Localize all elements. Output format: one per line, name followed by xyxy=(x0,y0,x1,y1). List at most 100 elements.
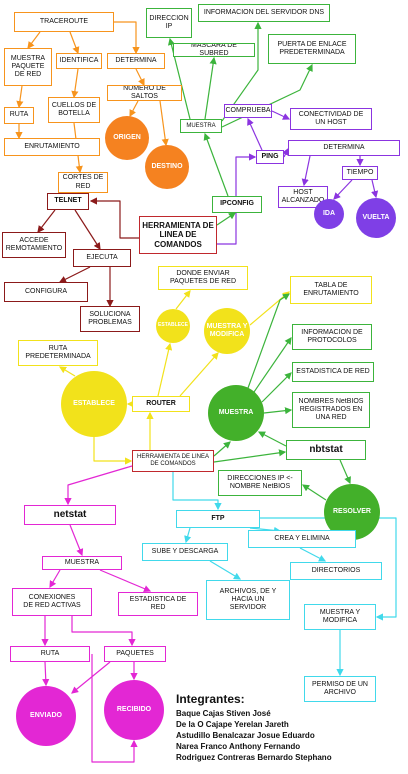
edge-shows-netbios xyxy=(263,407,293,415)
return-circle: VUELTA xyxy=(356,198,396,238)
received-circle: RECIBIDO xyxy=(104,680,164,740)
edge-shows-modifies-table xyxy=(249,291,290,326)
edge-traceroute-identifies xyxy=(69,31,80,55)
edge-shows-stats-m xyxy=(99,569,152,592)
edge-shows-protocols xyxy=(253,337,292,393)
edge-traceroute-shows xyxy=(27,31,41,49)
team-member: Astudillo Benalcazar Josue Eduardo xyxy=(176,731,315,740)
directories-node: DIRECTORIOS xyxy=(290,562,382,580)
configures-node: CONFIGURA xyxy=(4,282,88,302)
edge-determines-host xyxy=(301,155,311,187)
host-connectivity-node: CONECTIVIDAD DE UN HOST xyxy=(290,108,372,130)
hop-count-node: NUMERO DE SALTOS xyxy=(107,85,182,101)
edge-packets-sent xyxy=(71,661,111,694)
ip-netbios-node: DIRECCIONES IP <- NOMBRE NetBIOS xyxy=(218,470,302,496)
edge-upload-files xyxy=(209,560,242,580)
edge-nbtstat-resolve xyxy=(339,459,351,485)
edge-nbtstat-shows xyxy=(257,431,287,447)
net-stats-node: ESTADISTICA DE RED xyxy=(292,362,374,382)
edge-time-return xyxy=(371,179,379,199)
edge-checks-connectivity xyxy=(271,110,291,120)
netstat-node: netstat xyxy=(24,505,116,525)
ping-node: PING xyxy=(256,150,284,164)
ip-address-node: DIRECCION IP xyxy=(146,8,192,38)
edge-sets-where-to-send xyxy=(175,290,191,310)
sets-small-circle: ESTABLECE xyxy=(156,309,190,343)
edge-shows-mask xyxy=(204,56,217,120)
team-block: Integrantes: Baque Cajas Stiven José De … xyxy=(176,692,332,763)
route-node: RUTA xyxy=(4,107,34,124)
edge-tool2-shows xyxy=(213,441,231,457)
packets-node: PAQUETES xyxy=(104,646,166,662)
upload-download-node: SUBE Y DESCARGA xyxy=(142,543,228,561)
determines-node: DETERMINA xyxy=(107,53,165,69)
network-cuts-node: CORTES DE RED xyxy=(58,172,108,193)
edge-tool-telnet xyxy=(89,197,139,239)
edge-hops-destination xyxy=(159,100,169,147)
edge-router-sets-small xyxy=(157,342,173,397)
edge-tool2-ftp xyxy=(172,472,222,511)
files-node: ARCHIVOS, DE Y HACIA UN SERVIDOR xyxy=(206,580,290,620)
edge-shows-table xyxy=(247,293,290,389)
dns-info-node: INFORMACION DEL SERVIDOR DNS xyxy=(198,4,330,22)
edge-time-outbound xyxy=(333,179,353,200)
edge-tool-ipconfig xyxy=(216,212,236,226)
routing-node: ENRUTAMIENTO xyxy=(4,138,100,156)
edge-tool2-nbtstat xyxy=(213,449,287,463)
host-reached-node: HOST ALCANZADO xyxy=(278,186,328,208)
netbios-names-node: NOMBRES NetBIOS REGISTRADOS EN UNA RED xyxy=(292,392,370,428)
netstat-route-node: RUTA xyxy=(10,646,90,662)
where-to-send-node: DONDE ENVIAR PAQUETES DE RED xyxy=(158,266,248,290)
sets-large-circle: ESTABLECE xyxy=(61,371,127,437)
edge-identifies-bottlenecks xyxy=(71,68,79,99)
checks-node: COMPRUEBA xyxy=(224,104,272,118)
ping-determines-node: DETERMINA xyxy=(288,140,400,156)
ftp-shows-modifies-node: MUESTRA Y MODIFICA xyxy=(304,604,376,630)
edge-connections-packets xyxy=(71,616,136,647)
edge-route-sent xyxy=(42,661,50,687)
edge-create-directories xyxy=(299,547,327,562)
executes-node: EJECUTA xyxy=(73,249,131,267)
subnet-mask-node: MASCARA DE SUBRED xyxy=(173,43,255,57)
netstat-shows-node: MUESTRA xyxy=(42,556,122,570)
edge-hops-origin xyxy=(129,100,139,118)
file-permission-node: PERMISO DE UN ARCHIVO xyxy=(304,676,376,702)
bottlenecks-node: CUELLOS DE BOTELLA xyxy=(48,97,100,123)
ipconfig-shows-node: MUESTRA xyxy=(180,119,222,133)
create-delete-node: CREA Y ELIMINA xyxy=(248,530,356,548)
edge-shows-stats xyxy=(261,372,292,403)
edge-sets-tool xyxy=(93,437,133,465)
outbound-circle: IDA xyxy=(314,199,344,229)
remote-access-node: ACCEDE REMOTAMIENTO xyxy=(2,232,66,258)
sent-circle: ENVIADO xyxy=(16,686,76,746)
ipconfig-node: IPCONFIG xyxy=(212,196,262,213)
edge-tool2-netstat xyxy=(64,465,133,506)
ftp-node: FTP xyxy=(176,510,260,528)
edge-ipconfig-shows xyxy=(203,132,229,197)
edge-shows-connections xyxy=(49,569,61,589)
active-connections-node: CONEXIONES DE RED ACTIVAS xyxy=(12,588,92,616)
team-heading: Integrantes: xyxy=(176,692,245,706)
netstat-stats-node: ESTADISTICA DE RED xyxy=(118,592,198,616)
command-line-tool-node: HERRAMIENTA DE LINEA DE COMANDOS xyxy=(139,216,217,254)
edge-router-shows-modifies xyxy=(179,352,219,397)
shows-modifies-circle: MUESTRA Y MODIFICA xyxy=(204,308,250,354)
edge-ping-determines xyxy=(282,147,289,158)
nbtstat-shows-circle: MUESTRA xyxy=(208,385,264,441)
edge-ftp-upload xyxy=(184,527,192,544)
edge-resolve-ip-netbios xyxy=(301,484,327,501)
nbtstat-node: nbtstat xyxy=(286,440,366,460)
edge-netstat-shows xyxy=(69,524,84,557)
edge-ping-checks xyxy=(247,117,263,151)
traceroute-node: TRACEROUTE xyxy=(14,12,114,32)
edge-telnet-executes xyxy=(74,209,101,251)
team-member: Rodriguez Contreras Bernardo Stephano xyxy=(176,753,332,762)
solves-problems-node: SOLUCIONA PROBLEMAS xyxy=(80,306,140,332)
edge-executes-configures xyxy=(58,266,91,283)
route-table-node: TABLA DE ENRUTAMIENTO xyxy=(290,276,372,304)
secondary-tool-node: HERRAMIENTA DE LINEA DE COMANDOS xyxy=(132,450,214,472)
protocol-info-node: INFORMACION DE PROTOCOLOS xyxy=(292,324,372,350)
time-node: TIEMPO xyxy=(342,166,378,180)
destination-circle: DESTINO xyxy=(145,145,189,189)
